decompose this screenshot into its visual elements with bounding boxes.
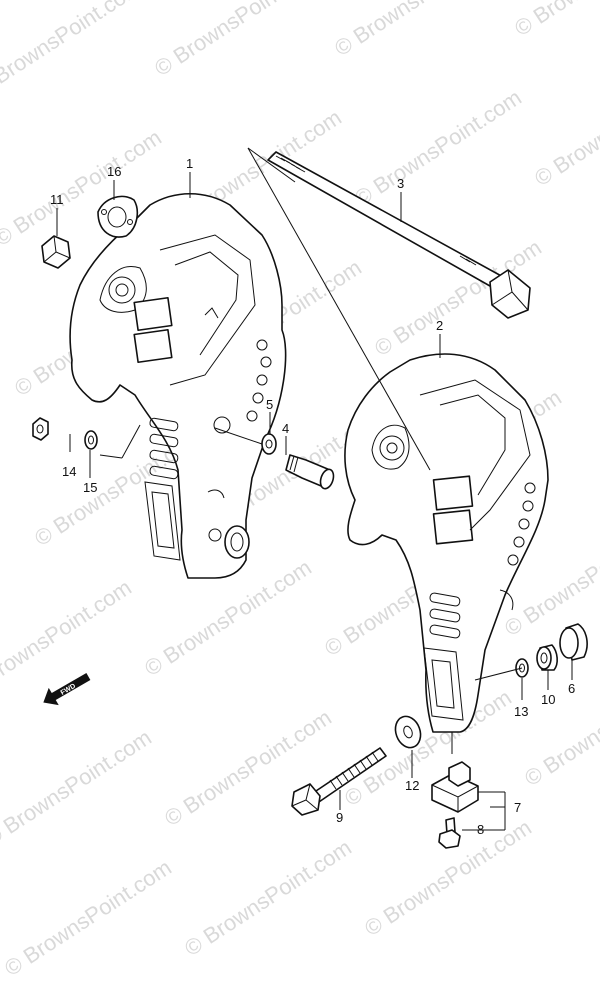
part-10-collar (536, 644, 558, 671)
part-15-washer (84, 430, 98, 450)
callout-1: 1 (186, 156, 193, 171)
callout-13: 13 (514, 704, 528, 719)
part-16-gasket (97, 195, 139, 238)
parts-diagram: FWD 1 16 11 3 2 5 4 14 15 6 10 13 12 9 7… (32, 147, 588, 849)
callout-16: 16 (107, 164, 121, 179)
callout-12: 12 (405, 778, 419, 793)
callout-15: 15 (83, 480, 97, 495)
callout-numbers: 1 16 11 3 2 5 4 14 15 6 10 13 12 9 7 8 (50, 156, 575, 837)
part-5-washer (261, 433, 277, 455)
callout-14: 14 (62, 464, 76, 479)
callout-10: 10 (541, 692, 555, 707)
part-8-screw (438, 817, 461, 849)
leader-lines (56, 147, 573, 831)
callout-8: 8 (477, 822, 484, 837)
part-7-plate-nut (431, 761, 479, 813)
callout-4: 4 (282, 421, 289, 436)
callout-9: 9 (336, 810, 343, 825)
callout-11: 11 (50, 192, 64, 207)
callout-6: 6 (568, 681, 575, 696)
part-3-through-bolt (267, 151, 531, 319)
callout-2: 2 (436, 318, 443, 333)
part-14-nut (32, 417, 49, 441)
callout-5: 5 (266, 397, 273, 412)
callout-3: 3 (397, 176, 404, 191)
part-11-nut (41, 235, 71, 269)
fwd-label: FWD (60, 683, 77, 697)
part-2-clamp-bracket (344, 353, 549, 733)
fwd-direction-arrow: FWD (43, 673, 91, 706)
part-12-washer (394, 715, 422, 749)
callout-7: 7 (514, 800, 521, 815)
part-9-bolt (291, 747, 387, 816)
part-1-clamp-bracket (69, 192, 287, 579)
part-6-bushing (559, 623, 588, 661)
part-4-pin (285, 454, 335, 490)
